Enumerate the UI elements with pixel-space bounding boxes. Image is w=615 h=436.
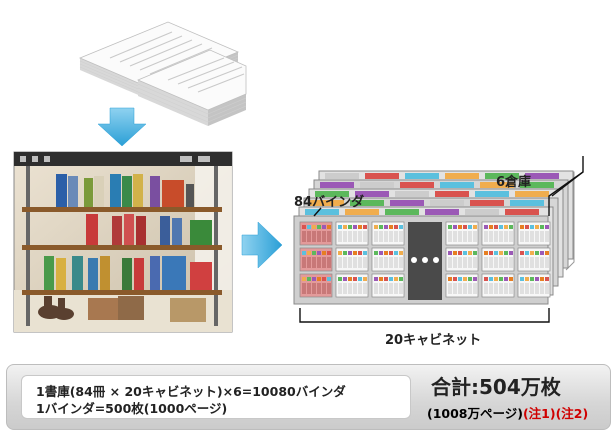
note-1-link[interactable]: (注1)	[522, 406, 556, 421]
binder-row-top	[56, 174, 194, 207]
total-pages: (1008万ページ)	[427, 406, 523, 421]
total-count: 合計:504万枚	[431, 375, 561, 399]
right-arrow-icon	[241, 221, 283, 269]
binder-row-bottom	[44, 256, 212, 290]
bookshelf-photo	[13, 151, 233, 333]
warehouse-pointer-line	[548, 156, 584, 216]
binder-row-middle	[86, 214, 212, 245]
cabinet-bracket	[299, 308, 550, 323]
note-2-link[interactable]: (注2)	[555, 406, 589, 421]
binder-pointer-line	[313, 207, 322, 217]
cabinet-count-label: 20キャビネット	[385, 333, 482, 348]
pages-row: (1008万ページ)(注1)(注2)	[427, 403, 588, 422]
warehouse-pointer-line-2	[551, 171, 584, 197]
binder-count-label: 84バインダ	[294, 195, 365, 210]
formula-line-2: 1バインダ=500枚(1000ページ)	[36, 401, 228, 416]
warehouse-count-label: 6倉庫	[496, 175, 532, 190]
formula-box: 1書庫(84冊 × 20キャビネット)×6=10080バインダ 1バインダ=50…	[21, 375, 411, 419]
cabinet-array-icon	[293, 170, 575, 305]
formula-line-1: 1書庫(84冊 × 20キャビネット)×6=10080バインダ	[36, 384, 346, 399]
down-arrow-icon	[97, 107, 147, 147]
summary-bar: 1書庫(84冊 × 20キャビネット)×6=10080バインダ 1バインダ=50…	[6, 364, 611, 430]
paper-stack-icon	[78, 21, 247, 126]
